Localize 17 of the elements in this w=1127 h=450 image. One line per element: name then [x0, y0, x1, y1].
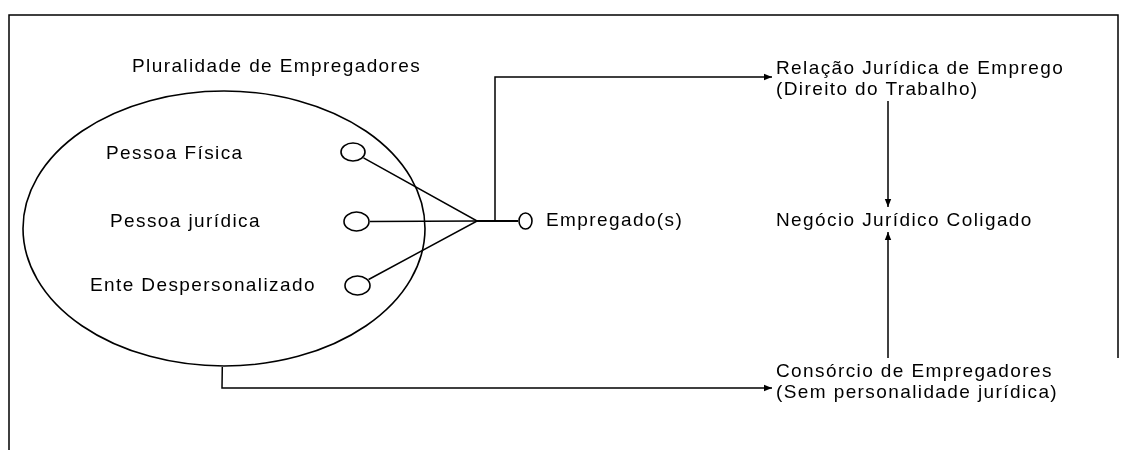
circle-symbol [343, 211, 370, 232]
item-label: Ente Despersonalizado [90, 274, 316, 295]
item-label: Pessoa jurídica [110, 210, 261, 231]
circle-symbol [340, 142, 366, 162]
text-label: Relação Jurídica de Emprego (Direito do Trabalho) [776, 57, 1066, 99]
text-label: Consórcio de Empregadores (Sem personalidade jurídica) [776, 360, 1060, 402]
arrow [494, 73, 773, 222]
circle-caption: Empregado(s) [546, 209, 684, 230]
connector-line [367, 220, 519, 281]
item-label: Pessoa Física [106, 142, 244, 163]
circle-symbol [518, 212, 533, 230]
arrow [884, 231, 892, 359]
heading-label: Pluralidade de Empregadores [132, 55, 422, 76]
circle-symbol [344, 275, 371, 296]
arrow [884, 100, 892, 208]
arrow [221, 366, 773, 392]
text-label: Negócio Jurídico Coligado [776, 209, 1034, 230]
